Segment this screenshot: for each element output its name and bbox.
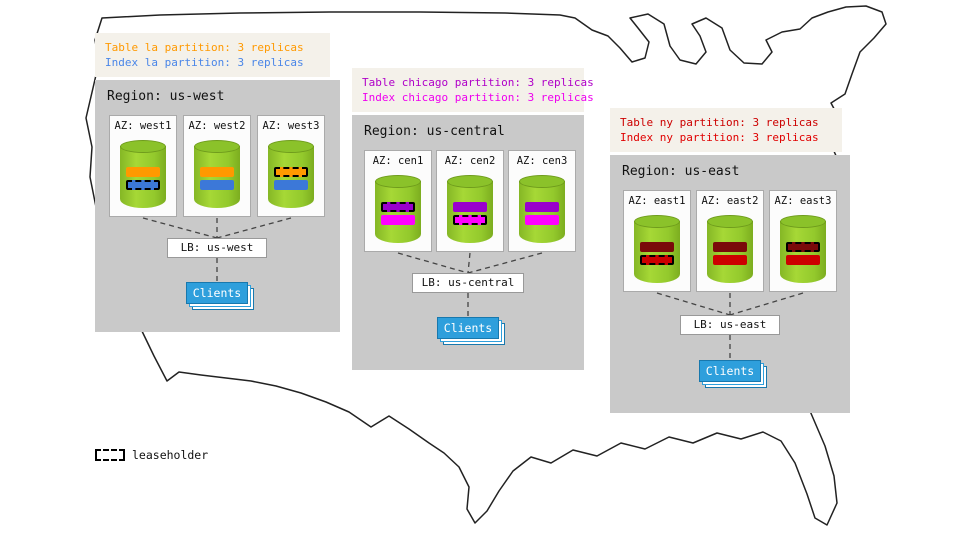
az-label: AZ: cen1 [372,155,424,167]
az-label: AZ: east2 [701,195,759,207]
table-replica-bar [126,167,160,177]
index-replica-bar [126,180,160,190]
cylinder-body [634,221,680,283]
database-cylinder [447,175,493,245]
az-label: AZ: east3 [774,195,832,207]
cylinder-top [194,140,240,153]
load-balancer-us-east: LB: us-east [680,315,780,335]
cylinder-body [375,181,421,243]
partition-note-us-central: Table chicago partition: 3 replicas Inde… [352,68,594,112]
index-replica-bar [274,180,308,190]
database-cylinder [194,140,240,210]
cylinder-body [707,221,753,283]
index-partition-note: Index chicago partition: 3 replicas [362,91,594,104]
cylinder-body [519,181,565,243]
table-replica-bar [640,242,674,252]
index-replica-bar [381,215,415,225]
load-balancer-us-west: LB: us-west [167,238,267,258]
az-box-east3: AZ: east3 [769,190,837,292]
cylinder-top [780,215,826,228]
legend: leaseholder [95,448,208,462]
clients-box-us-central: Clients [437,317,499,339]
database-cylinder [120,140,166,210]
index-replica-bar [786,255,820,265]
az-label: AZ: west3 [262,120,320,132]
legend-label: leaseholder [132,448,209,462]
database-cylinder [780,215,826,285]
database-cylinder [519,175,565,245]
table-partition-note: Table la partition: 3 replicas [105,41,304,54]
leaseholder-swatch-icon [95,449,125,461]
region-us-east: Region: us-east AZ: east1 AZ: east2 AZ: … [610,155,850,413]
partition-note-us-west: Table la partition: 3 replicas Index la … [95,33,330,77]
region-title: Region: us-central [364,124,505,139]
partition-note-us-east: Table ny partition: 3 replicas Index ny … [610,108,842,152]
az-label: AZ: west1 [114,120,172,132]
index-partition-note: Index la partition: 3 replicas [105,56,304,69]
index-partition-note: Index ny partition: 3 replicas [620,131,819,144]
az-label: AZ: east1 [628,195,686,207]
az-label: AZ: cen3 [516,155,568,167]
az-label: AZ: cen2 [444,155,496,167]
az-box-west1: AZ: west1 [109,115,177,217]
cylinder-top [375,175,421,188]
table-replica-bar [525,202,559,212]
load-balancer-us-central: LB: us-central [412,273,524,293]
database-cylinder [375,175,421,245]
az-box-cen2: AZ: cen2 [436,150,504,252]
index-replica-bar [453,215,487,225]
index-replica-bar [525,215,559,225]
region-title: Region: us-east [622,164,740,179]
table-replica-bar [274,167,308,177]
region-us-central: Region: us-central AZ: cen1 AZ: cen2 AZ:… [352,115,584,370]
az-box-west3: AZ: west3 [257,115,325,217]
database-cylinder [634,215,680,285]
index-replica-bar [200,180,234,190]
cylinder-body [780,221,826,283]
cylinder-body [120,146,166,208]
cylinder-top [447,175,493,188]
cylinder-body [447,181,493,243]
cylinder-body [194,146,240,208]
cylinder-top [519,175,565,188]
table-replica-bar [200,167,234,177]
table-replica-bar [381,202,415,212]
database-cylinder [268,140,314,210]
az-box-west2: AZ: west2 [183,115,251,217]
az-box-east2: AZ: east2 [696,190,764,292]
table-partition-note: Table chicago partition: 3 replicas [362,76,594,89]
cylinder-top [268,140,314,153]
database-cylinder [707,215,753,285]
index-replica-bar [713,255,747,265]
region-title: Region: us-west [107,89,225,104]
table-replica-bar [453,202,487,212]
cylinder-top [707,215,753,228]
region-us-west: Region: us-west AZ: west1 AZ: west2 AZ: … [95,80,340,332]
cylinder-top [634,215,680,228]
cylinder-top [120,140,166,153]
clients-box-us-west: Clients [186,282,248,304]
az-box-cen1: AZ: cen1 [364,150,432,252]
cylinder-body [268,146,314,208]
az-box-cen3: AZ: cen3 [508,150,576,252]
az-box-east1: AZ: east1 [623,190,691,292]
table-replica-bar [713,242,747,252]
az-label: AZ: west2 [188,120,246,132]
clients-box-us-east: Clients [699,360,761,382]
table-replica-bar [786,242,820,252]
table-partition-note: Table ny partition: 3 replicas [620,116,819,129]
index-replica-bar [640,255,674,265]
